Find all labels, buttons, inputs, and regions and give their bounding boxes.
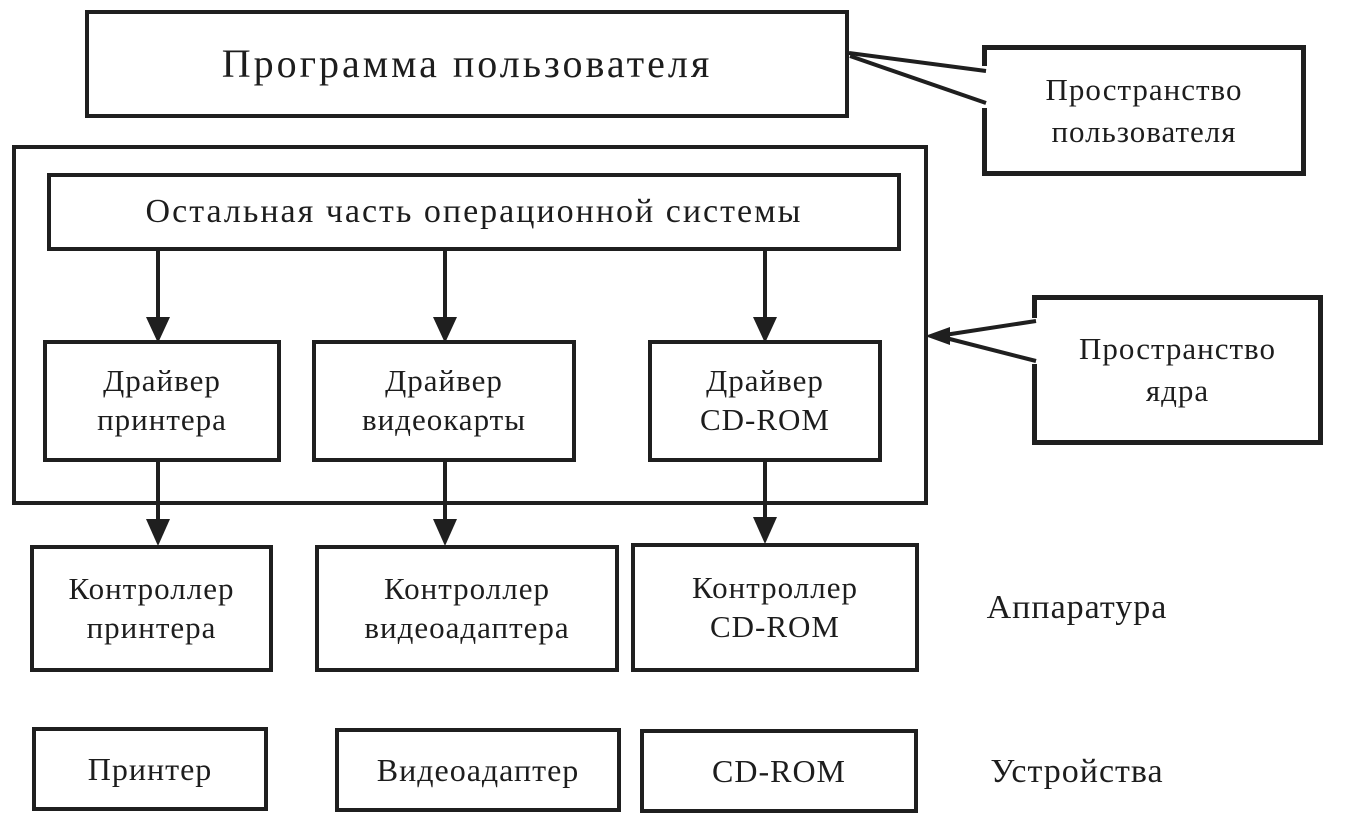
node-device-printer: Принтер <box>32 727 268 811</box>
node-controller-video-line2: видеоадаптера <box>364 609 570 645</box>
node-os-rest: Остальная часть операционной системы <box>47 173 901 251</box>
node-user-program: Программа пользователя <box>85 10 849 118</box>
node-controller-video-line1: Контроллер <box>384 570 550 606</box>
node-controller-printer-line2: принтера <box>86 609 217 645</box>
node-controller-cdrom-line1: Контроллер <box>692 569 858 605</box>
node-controller-video: Контроллер видеоадаптера <box>315 545 619 672</box>
node-driver-printer-line2: принтера <box>97 402 227 437</box>
node-os-rest-label: Остальная часть операционной системы <box>145 192 803 230</box>
node-device-video: Видеоадаптер <box>335 728 621 812</box>
node-device-video-label: Видеоадаптер <box>376 752 580 788</box>
node-controller-printer-line1: Контроллер <box>68 570 235 606</box>
node-driver-cdrom-line2: CD-ROM <box>699 402 830 437</box>
node-device-cdrom: CD-ROM <box>640 729 918 813</box>
node-driver-printer: Драйвер принтера <box>43 340 281 462</box>
callout-user-space: Пространство пользователя <box>982 45 1306 176</box>
side-label-devices: Устройства <box>990 753 1164 790</box>
node-driver-video-line2: видеокарты <box>361 402 527 437</box>
node-controller-printer: Контроллер принтера <box>30 545 273 672</box>
node-device-cdrom-label: CD-ROM <box>711 753 846 789</box>
node-driver-printer-line1: Драйвер <box>103 363 221 399</box>
callout-kernel-space-line1: Пространство <box>1079 331 1276 367</box>
node-driver-cdrom-line1: Драйвер <box>706 363 824 399</box>
kernel-space-container <box>12 145 928 505</box>
node-user-program-label: Программа пользователя <box>221 41 713 86</box>
node-driver-cdrom: Драйвер CD-ROM <box>648 340 882 462</box>
node-driver-video-line1: Драйвер <box>385 363 503 399</box>
node-driver-video: Драйвер видеокарты <box>312 340 576 462</box>
callout-user-space-line2: пользователя <box>1051 113 1237 149</box>
callout-user-space-line1: Пространство <box>1045 71 1243 107</box>
callout-tail-kernel-space <box>925 318 1039 364</box>
node-controller-cdrom-line2: CD-ROM <box>709 608 840 644</box>
side-label-hardware: Аппаратура <box>986 589 1168 626</box>
node-device-printer-label: Принтер <box>87 751 213 787</box>
callout-kernel-space-line2: ядра <box>1145 373 1210 408</box>
node-controller-cdrom: Контроллер CD-ROM <box>631 543 919 672</box>
callout-tail-user-space <box>848 51 989 108</box>
callout-kernel-space: Пространство ядра <box>1032 295 1323 445</box>
